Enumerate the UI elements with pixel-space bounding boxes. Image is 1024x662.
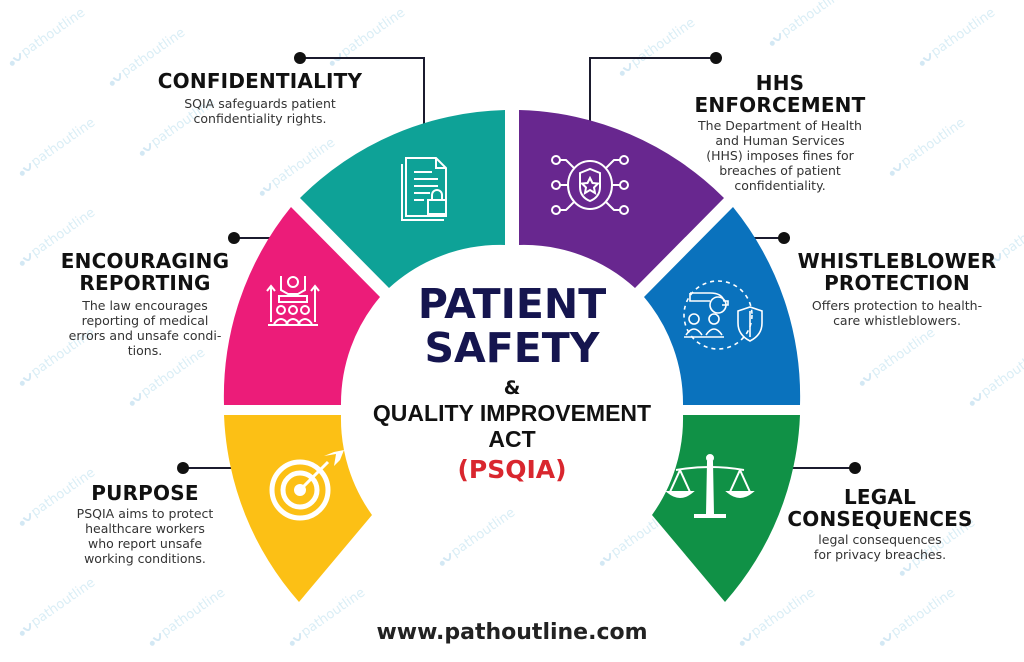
label-hhs-enforcement: HHS ENFORCEMENT The Department of Health…: [680, 72, 880, 193]
police-badge-network-icon: [551, 155, 629, 215]
website-url: www.pathoutline.com: [376, 620, 648, 645]
connector-lines: [183, 57, 855, 469]
title-patient: PATIENT: [417, 280, 607, 328]
title-act: ACT: [488, 426, 536, 452]
label-description: SQIA safeguards patient confidentiality …: [184, 96, 336, 126]
label-description: legal consequences for privacy breaches.: [813, 532, 947, 562]
center-title: PATIENT SAFETY & QUALITY IMPROVEMENT ACT…: [352, 282, 672, 486]
label-title: HHS ENFORCEMENT: [694, 71, 866, 117]
target-arrow-icon: [269, 450, 344, 521]
label-description: The Department of Health and Human Servi…: [698, 118, 862, 193]
segment-hhs-enforcement: [519, 110, 724, 288]
label-title: CONFIDENTIALITY: [157, 69, 363, 93]
segment-whistleblower-protection: [644, 207, 801, 405]
title-safety: SAFETY: [424, 324, 600, 372]
label-whistleblower-protection: WHISTLEBLOWER PROTECTION Offers protecti…: [792, 250, 1002, 328]
label-description: The law encourages reporting of medical …: [68, 298, 222, 358]
document-lock-icon: [401, 157, 447, 221]
title-ampersand: &: [503, 377, 521, 399]
segment-encouraging-reporting: [223, 207, 380, 405]
label-title: PURPOSE: [91, 481, 199, 505]
label-title: WHISTLEBLOWER PROTECTION: [797, 249, 997, 295]
label-purpose: PURPOSE PSQIA aims to protect healthcare…: [60, 482, 230, 566]
label-confidentiality: CONFIDENTIALITY SQIA safeguards patient …: [150, 70, 370, 126]
connector-hhs: [589, 57, 716, 125]
label-legal-consequences: LEGAL CONSEQUENCES legal consequences fo…: [770, 486, 990, 562]
label-encouraging-reporting: ENCOURAGING REPORTING The law encourages…: [50, 250, 240, 358]
connector-confidentiality: [300, 57, 425, 125]
segment-legal-consequences: [652, 415, 800, 602]
label-title: ENCOURAGING REPORTING: [60, 249, 230, 295]
label-description: Offers protection to health- care whistl…: [811, 298, 983, 328]
label-description: PSQIA aims to protect healthcare workers…: [76, 506, 214, 566]
speaker-audience-icon: [266, 276, 320, 326]
label-title: LEGAL CONSEQUENCES: [787, 485, 973, 531]
scales-of-justice-icon: [665, 454, 755, 518]
title-quality-improvement: QUALITY IMPROVEMENT: [372, 400, 652, 426]
title-abbreviation: (PSQIA): [457, 455, 567, 484]
connector-dots: [177, 52, 861, 474]
whistle-shield-icon: [683, 280, 763, 350]
